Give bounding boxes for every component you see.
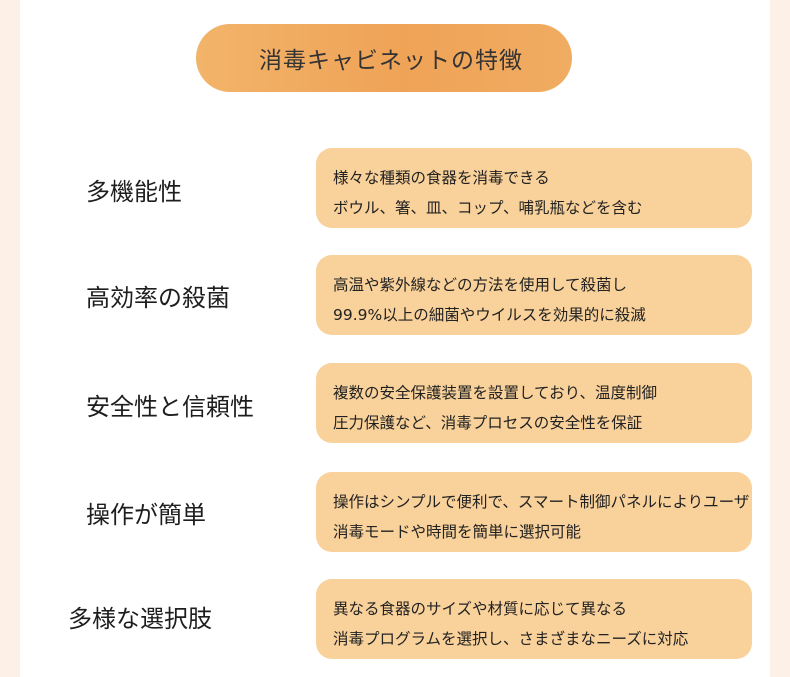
feature-description-line: 様々な種類の食器を消毒できる [333, 169, 550, 187]
feature-description-line: 高温や紫外線などの方法を使用して殺菌し [333, 276, 628, 294]
page [20, 0, 770, 677]
feature-card-easy-operation: 操作はシンプルで便利で、スマート制御パネルによりユーザ 消毒モードや時間を簡単に… [316, 472, 752, 552]
feature-label-multifunction: 多機能性 [86, 178, 182, 206]
feature-description-line: 異なる食器のサイズや材質に応じて異なる [333, 600, 628, 618]
feature-card-multifunction: 様々な種類の食器を消毒できる ボウル、箸、皿、コップ、哺乳瓶などを含む [316, 148, 752, 228]
feature-description-line: 消毒モードや時間を簡単に選択可能 [333, 523, 582, 541]
feature-description-line: ボウル、箸、皿、コップ、哺乳瓶などを含む [333, 199, 643, 217]
feature-label-options: 多様な選択肢 [68, 605, 212, 633]
feature-description-line: 消毒プログラムを選択し、さまざまなニーズに対応 [333, 630, 689, 648]
feature-description-line: 99.9%以上の細菌やウイルスを効果的に殺滅 [333, 306, 646, 324]
feature-label-sterilization: 高効率の殺菌 [86, 284, 230, 312]
feature-description-line: 操作はシンプルで便利で、スマート制御パネルによりユーザ [333, 493, 750, 511]
feature-description-line: 圧力保護など、消毒プロセスの安全性を保証 [333, 414, 643, 432]
feature-card-options: 異なる食器のサイズや材質に応じて異なる 消毒プログラムを選択し、さまざまなニーズ… [316, 579, 752, 659]
feature-description-line: 複数の安全保護装置を設置しており、温度制御 [333, 384, 657, 402]
feature-label-easy-operation: 操作が簡単 [86, 501, 206, 529]
feature-card-safety: 複数の安全保護装置を設置しており、温度制御 圧力保護など、消毒プロセスの安全性を… [316, 363, 752, 443]
page-title: 消毒キャビネットの特徴 [259, 48, 523, 74]
title-banner: 消毒キャビネットの特徴 [196, 24, 572, 92]
feature-card-sterilization: 高温や紫外線などの方法を使用して殺菌し 99.9%以上の細菌やウイルスを効果的に… [316, 255, 752, 335]
feature-label-safety: 安全性と信頼性 [86, 393, 254, 421]
